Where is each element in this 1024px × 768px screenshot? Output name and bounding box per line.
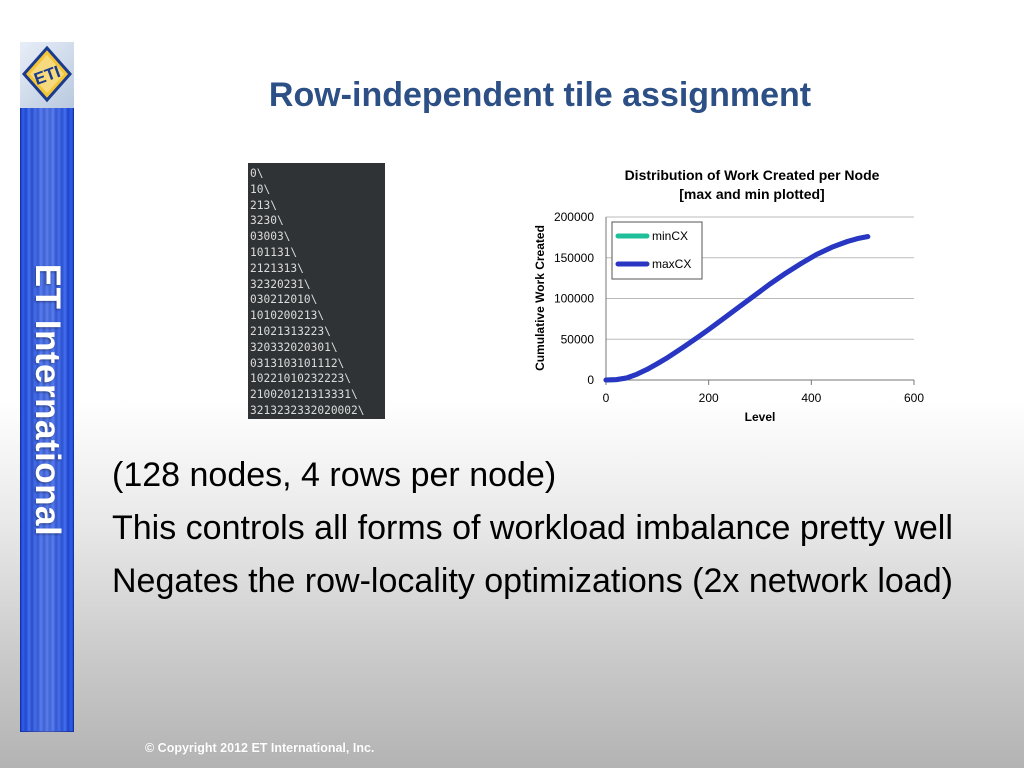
- y-axis-label: Cumulative Work Created: [533, 225, 547, 371]
- legend-label-mincx: minCX: [652, 229, 688, 243]
- bullet-item: This controls all forms of workload imba…: [112, 509, 953, 547]
- slide-title: Row-independent tile assignment: [268, 76, 812, 114]
- sidebar-brand: ET International: [28, 263, 67, 537]
- x-tick-label: 0: [603, 391, 610, 405]
- sidebar-gloss: [20, 42, 74, 732]
- code-line: 030212010\: [250, 293, 318, 307]
- x-tick-label: 600: [904, 391, 924, 405]
- code-line: 32320231\: [250, 277, 311, 291]
- code-line: 1010200213\: [250, 309, 325, 323]
- bullet-item: Negates the row-locality optimizations (…: [112, 562, 953, 600]
- code-line: 10\: [250, 182, 271, 196]
- chart-subtitle: [max and min plotted]: [679, 186, 824, 202]
- code-panel: 0\ 10\ 213\ 3230\ 03003\ 101131\ 2121313…: [248, 163, 385, 419]
- chart-legend: minCX maxCX: [611, 221, 703, 280]
- legend-label-maxcx: maxCX: [652, 257, 691, 271]
- code-line: 213\: [250, 198, 277, 212]
- code-line: 10221010232223\: [250, 372, 352, 386]
- y-tick-label: 0: [587, 373, 594, 387]
- code-line: 320332020301\: [250, 340, 338, 354]
- x-axis-label: Level: [745, 410, 776, 424]
- code-line: 03003\: [250, 230, 291, 244]
- code-line: 101131\: [250, 245, 298, 259]
- code-line: 3213232332020002\: [250, 403, 365, 417]
- bullet-list: (128 nodes, 4 rows per node) This contro…: [112, 452, 972, 611]
- code-line: 0\: [250, 167, 264, 180]
- legend-box: [611, 221, 703, 280]
- bullet-item: (128 nodes, 4 rows per node): [112, 456, 557, 494]
- code-line: 3230\: [250, 214, 284, 228]
- company-logo: ETI: [20, 42, 74, 108]
- y-tick-label: 50000: [561, 332, 595, 346]
- series-line-maxcx: [603, 234, 871, 383]
- code-line: 21021313223\: [250, 324, 331, 338]
- x-tick-label: 400: [801, 391, 821, 405]
- y-tick-label: 200000: [554, 210, 594, 224]
- sidebar-band: [20, 42, 74, 732]
- x-tick-label: 200: [699, 391, 719, 405]
- chart-title: Distribution of Work Created per Node: [625, 167, 880, 183]
- code-line: 2121313\: [250, 261, 304, 275]
- code-line: 0313103101112\: [250, 356, 345, 370]
- y-tick-label: 100000: [554, 292, 594, 306]
- work-distribution-chart: Distribution of Work Created per Node [m…: [533, 167, 924, 424]
- y-tick-label: 150000: [554, 251, 594, 265]
- code-line: 210020121313331\: [250, 388, 358, 402]
- eti-logo-icon: ETI: [21, 45, 73, 103]
- copyright-footer: © Copyright 2012 ET International, Inc.: [145, 741, 375, 755]
